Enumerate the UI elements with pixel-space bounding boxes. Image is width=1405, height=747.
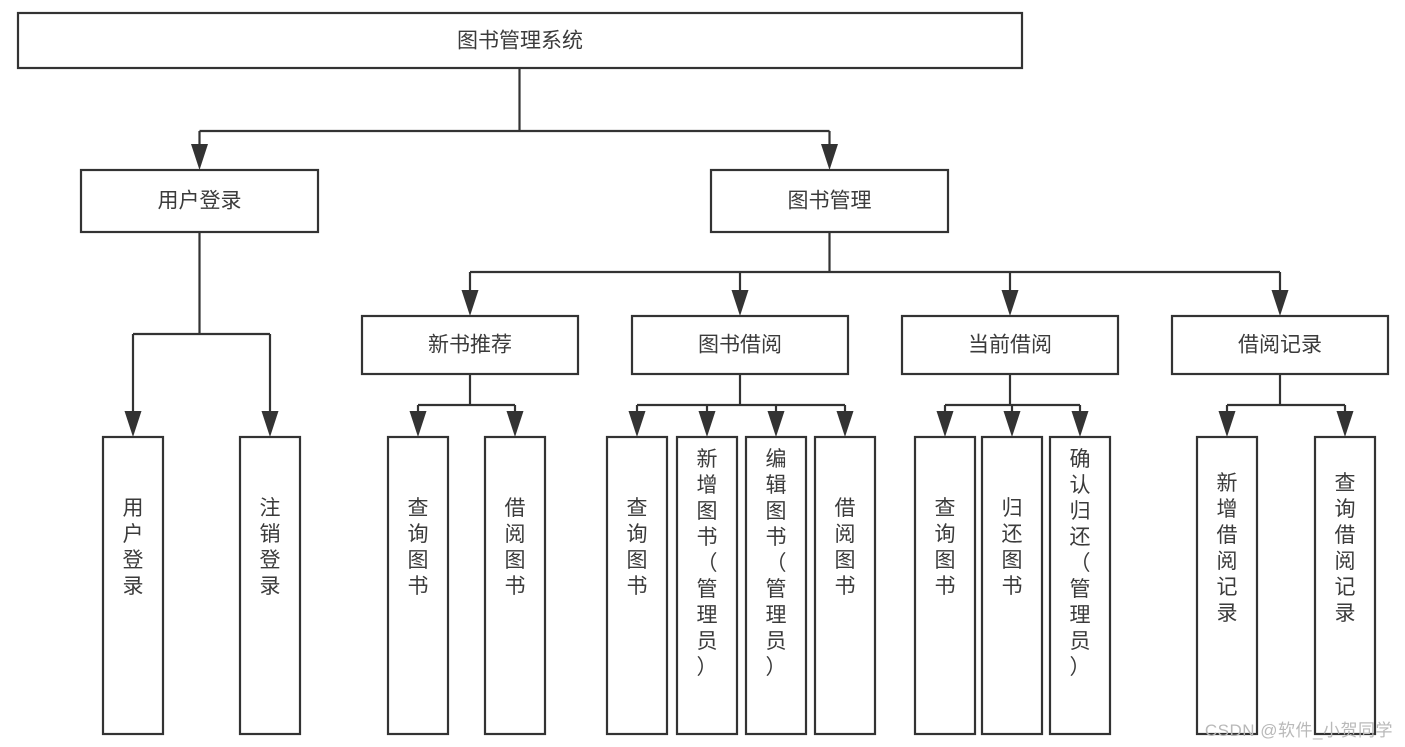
node-book-manage-box[interactable] bbox=[709, 168, 950, 234]
node-new-book-rec[interactable]: 新书推荐 bbox=[360, 314, 580, 376]
node-leaf-query-record[interactable]: 查询借阅记录 bbox=[1313, 435, 1377, 736]
node-leaf-confirm-return-box[interactable] bbox=[1048, 435, 1112, 736]
node-book-manage[interactable]: 图书管理 bbox=[709, 168, 950, 234]
node-leaf-query-book-3[interactable]: 查询图书 bbox=[913, 435, 977, 736]
connector-group-borrow-record bbox=[1218, 374, 1354, 437]
node-leaf-add-book-box[interactable] bbox=[675, 435, 739, 736]
node-leaf-add-record[interactable]: 新增借阅记录 bbox=[1195, 435, 1259, 736]
node-new-book-rec-box[interactable] bbox=[360, 314, 580, 376]
node-root-label: 图书管理系统 bbox=[457, 30, 583, 53]
node-current-borrow-box[interactable] bbox=[900, 314, 1120, 376]
arrow-head-leaf-query-book-3 bbox=[936, 411, 954, 437]
node-leaf-query-book-3-box[interactable] bbox=[913, 435, 977, 736]
node-current-borrow[interactable]: 当前借阅 bbox=[900, 314, 1120, 376]
node-leaf-logout-login-label: 注销登录 bbox=[260, 497, 281, 598]
node-leaf-query-book-2-label: 查询图书 bbox=[627, 497, 648, 598]
csdn-watermark: CSDN @软件_小贺同学 bbox=[1204, 721, 1393, 740]
node-leaf-borrow-book-1-box[interactable] bbox=[483, 435, 547, 736]
connector-group-root bbox=[191, 68, 838, 170]
node-leaf-confirm-return[interactable]: 确认归还（管理员） bbox=[1048, 435, 1112, 736]
node-leaf-query-book-1[interactable]: 查询图书 bbox=[386, 435, 450, 736]
node-leaf-query-record-box[interactable] bbox=[1313, 435, 1377, 736]
node-borrow-record-box[interactable] bbox=[1170, 314, 1390, 376]
node-user-login-label: 用户登录 bbox=[158, 190, 242, 213]
node-leaf-borrow-book-2-box[interactable] bbox=[813, 435, 877, 736]
node-leaf-user-login-box[interactable] bbox=[101, 435, 165, 736]
arrow-head-leaf-borrow-book-2 bbox=[836, 411, 854, 437]
arrow-head-current-borrow bbox=[1001, 290, 1019, 316]
connector-group-current-borrow bbox=[936, 374, 1089, 437]
arrow-head-leaf-user-login bbox=[124, 411, 142, 437]
node-leaf-logout-login-box[interactable] bbox=[238, 435, 302, 736]
node-book-borrow-box[interactable] bbox=[630, 314, 850, 376]
node-leaf-borrow-book-1[interactable]: 借阅图书 bbox=[483, 435, 547, 736]
node-new-book-rec-label: 新书推荐 bbox=[428, 334, 512, 357]
arrow-head-user-login bbox=[191, 144, 208, 170]
node-leaf-return-book-label: 归还图书 bbox=[1002, 497, 1023, 598]
arrow-head-book-borrow bbox=[731, 290, 749, 316]
node-leaf-query-book-3-label: 查询图书 bbox=[935, 497, 956, 598]
node-leaf-borrow-book-2[interactable]: 借阅图书 bbox=[813, 435, 877, 736]
node-leaf-query-book-1-box[interactable] bbox=[386, 435, 450, 736]
node-leaf-add-book-label: 新增图书（管理员） bbox=[697, 448, 718, 679]
arrow-head-leaf-logout-login bbox=[261, 411, 279, 437]
arrow-head-new-book-rec bbox=[461, 290, 479, 316]
connector-group-book-manage bbox=[461, 232, 1289, 316]
connector-group-new-book-rec bbox=[409, 374, 524, 437]
node-leaf-query-record-label: 查询借阅记录 bbox=[1335, 472, 1356, 625]
arrow-head-leaf-borrow-book-1 bbox=[506, 411, 524, 437]
arrow-head-leaf-query-book-2 bbox=[628, 411, 646, 437]
node-leaf-query-book-2[interactable]: 查询图书 bbox=[605, 435, 669, 736]
node-leaf-user-login[interactable]: 用户登录 bbox=[101, 435, 165, 736]
node-current-borrow-label: 当前借阅 bbox=[968, 334, 1052, 357]
node-book-borrow-label: 图书借阅 bbox=[698, 334, 782, 357]
arrow-head-leaf-return-book bbox=[1003, 411, 1021, 437]
arrow-head-leaf-query-book-1 bbox=[409, 411, 427, 437]
node-leaf-edit-book-label: 编辑图书（管理员） bbox=[766, 448, 787, 679]
arrow-head-leaf-confirm-return bbox=[1071, 411, 1089, 437]
node-leaf-borrow-book-1-label: 借阅图书 bbox=[505, 497, 526, 598]
connector-group-user-login bbox=[124, 232, 279, 437]
arrow-head-leaf-add-record bbox=[1218, 411, 1236, 437]
node-borrow-record[interactable]: 借阅记录 bbox=[1170, 314, 1390, 376]
node-leaf-edit-book[interactable]: 编辑图书（管理员） bbox=[744, 435, 808, 736]
node-leaf-logout-login[interactable]: 注销登录 bbox=[238, 435, 302, 736]
node-book-manage-label: 图书管理 bbox=[788, 190, 872, 213]
arrow-head-book-manage bbox=[821, 144, 838, 170]
connector-group-book-borrow bbox=[628, 374, 854, 437]
arrow-head-leaf-add-book bbox=[698, 411, 716, 437]
node-leaf-return-book[interactable]: 归还图书 bbox=[980, 435, 1044, 736]
node-book-borrow[interactable]: 图书借阅 bbox=[630, 314, 850, 376]
node-leaf-query-book-1-label: 查询图书 bbox=[408, 497, 429, 598]
node-leaf-query-book-2-box[interactable] bbox=[605, 435, 669, 736]
arrow-head-borrow-record bbox=[1271, 290, 1289, 316]
node-leaf-return-book-box[interactable] bbox=[980, 435, 1044, 736]
node-leaf-borrow-book-2-label: 借阅图书 bbox=[835, 497, 856, 598]
node-user-login[interactable]: 用户登录 bbox=[79, 168, 320, 234]
node-user-login-box[interactable] bbox=[79, 168, 320, 234]
node-root[interactable]: 图书管理系统 bbox=[16, 11, 1024, 70]
node-borrow-record-label: 借阅记录 bbox=[1238, 334, 1322, 357]
arrow-head-leaf-edit-book bbox=[767, 411, 785, 437]
node-leaf-add-book[interactable]: 新增图书（管理员） bbox=[675, 435, 739, 736]
node-root-box[interactable] bbox=[16, 11, 1024, 70]
node-leaf-user-login-label: 用户登录 bbox=[123, 497, 144, 598]
node-leaf-add-record-box[interactable] bbox=[1195, 435, 1259, 736]
node-leaf-confirm-return-label: 确认归还（管理员） bbox=[1070, 448, 1091, 679]
node-leaf-edit-book-box[interactable] bbox=[744, 435, 808, 736]
arrow-head-leaf-query-record bbox=[1336, 411, 1354, 437]
node-leaf-add-record-label: 新增借阅记录 bbox=[1217, 472, 1238, 625]
